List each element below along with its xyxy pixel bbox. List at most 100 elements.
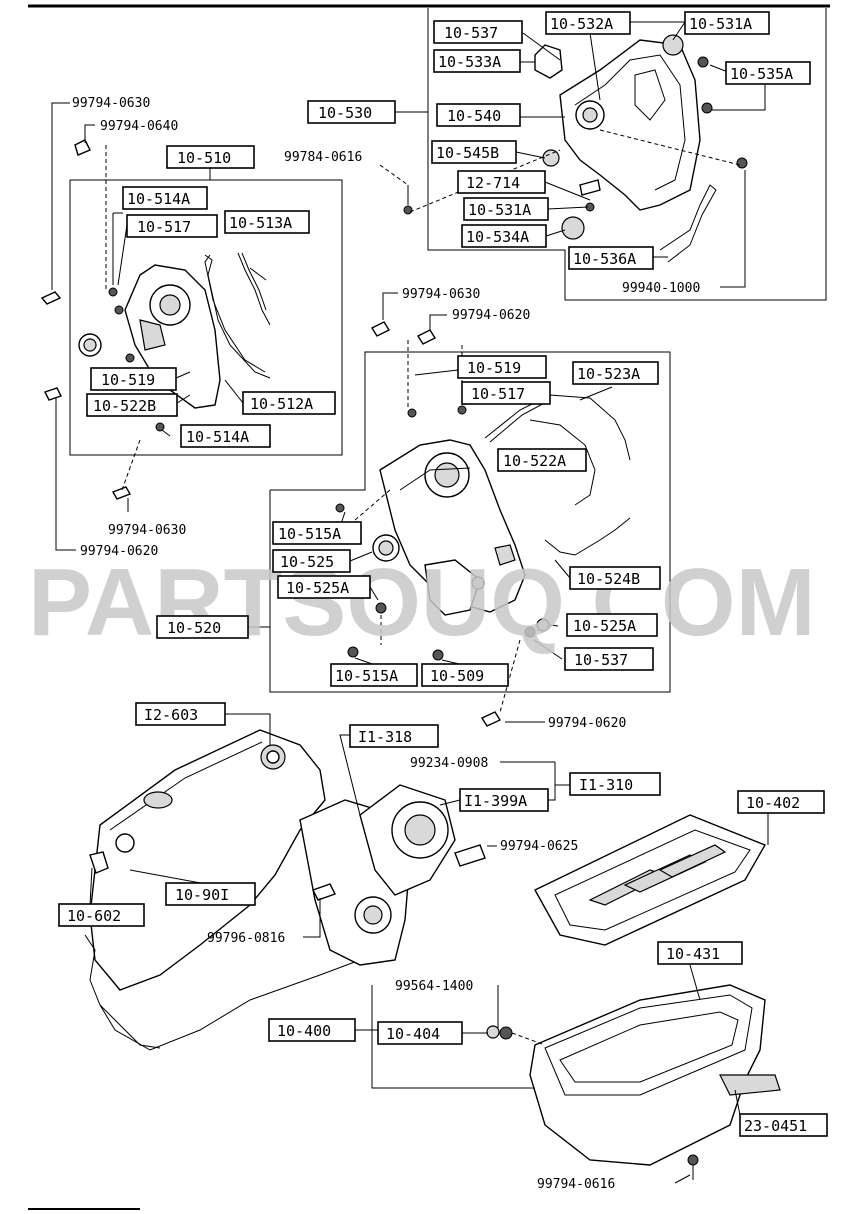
- label-10-514A-bot: 10-514A: [180, 424, 271, 448]
- label-23-0451: 23-0451: [739, 1113, 828, 1137]
- label-99794-0630-c: 99794-0630: [108, 523, 186, 538]
- label-10-512A: 10-512A: [242, 391, 336, 415]
- label-10-522B: 10-522B: [86, 393, 178, 417]
- svg-text:10-545B: 10-545B: [436, 144, 499, 162]
- svg-text:10-400: 10-400: [277, 1022, 331, 1040]
- svg-text:10-517: 10-517: [471, 385, 525, 403]
- label-10-602: 10-602: [58, 903, 145, 927]
- svg-text:10-90I: 10-90I: [175, 886, 229, 904]
- label-10-90I: 10-90I: [165, 882, 256, 906]
- label-10-540: 10-540: [436, 103, 521, 127]
- svg-text:10-534A: 10-534A: [466, 228, 529, 246]
- svg-text:10-525A: 10-525A: [286, 579, 349, 597]
- svg-text:I1-310: I1-310: [579, 776, 633, 794]
- label-10-510: 10-510: [166, 145, 255, 169]
- label-99564-1400: 99564-1400: [395, 979, 473, 994]
- label-10-515A-top: 10-515A: [272, 521, 362, 545]
- svg-text:10-530: 10-530: [318, 104, 372, 122]
- left-cover-assembly: [40, 102, 343, 551]
- svg-text:10-602: 10-602: [67, 907, 121, 925]
- label-10-525A-right: 10-525A: [566, 613, 658, 637]
- label-12-714: 12-714: [457, 170, 546, 194]
- engine-block-assembly: [84, 713, 570, 1051]
- svg-text:10-540: 10-540: [447, 107, 501, 125]
- svg-text:10-519: 10-519: [101, 371, 155, 389]
- label-99794-0620-c: 99794-0620: [548, 716, 626, 731]
- svg-text:I2-603: I2-603: [144, 706, 198, 724]
- label-99794-0625: 99794-0625: [500, 839, 578, 854]
- oil-pan-assembly: [355, 803, 781, 1184]
- label-10-525A-left: 10-525A: [277, 575, 371, 599]
- label-10-520: 10-520: [156, 615, 249, 639]
- svg-text:10-537: 10-537: [444, 24, 498, 42]
- svg-text:12-714: 12-714: [466, 174, 520, 192]
- svg-text:10-509: 10-509: [430, 667, 484, 685]
- label-99794-0620-a: 99794-0620: [452, 308, 530, 323]
- label-10-404: 10-404: [377, 1021, 463, 1045]
- label-99794-0640: 99794-0640: [100, 119, 178, 134]
- plain-labels: 99794-0630 99794-0640 99784-0616 99940-1…: [72, 96, 700, 1192]
- label-10-537-bot: 10-537: [564, 647, 654, 671]
- svg-text:10-512A: 10-512A: [250, 395, 313, 413]
- label-10-522A: 10-522A: [497, 448, 587, 472]
- label-10-525: 10-525: [272, 549, 351, 573]
- label-10-536A: 10-536A: [568, 246, 654, 270]
- label-10-431: 10-431: [657, 941, 743, 965]
- svg-text:10-531A: 10-531A: [689, 15, 752, 33]
- svg-text:10-523A: 10-523A: [577, 365, 640, 383]
- upper-cover-assembly: [379, 8, 827, 301]
- svg-text:10-532A: 10-532A: [550, 15, 613, 33]
- svg-text:10-514A: 10-514A: [127, 190, 190, 208]
- label-I1-318: I1-318: [349, 724, 439, 748]
- label-10-533A: 10-533A: [433, 49, 521, 73]
- svg-text:I1-399A: I1-399A: [464, 792, 527, 810]
- label-10-524B: 10-524B: [569, 566, 661, 590]
- svg-text:10-402: 10-402: [746, 794, 800, 812]
- svg-text:10-510: 10-510: [177, 149, 231, 167]
- label-99794-0630-a: 99794-0630: [72, 96, 150, 111]
- svg-text:10-537: 10-537: [574, 651, 628, 669]
- svg-text:10-517: 10-517: [137, 218, 191, 236]
- svg-text:10-522A: 10-522A: [503, 452, 566, 470]
- label-10-531A-mid: 10-531A: [463, 197, 549, 221]
- boxed-labels: 10-537 10-532A 10-531A 10-533A 10-535A 1…: [58, 11, 828, 1137]
- label-10-517-left: 10-517: [126, 214, 218, 238]
- label-10-535A: 10-535A: [725, 61, 811, 85]
- label-10-514A-top: 10-514A: [122, 186, 208, 210]
- label-I1-399A: I1-399A: [459, 788, 549, 812]
- label-99234-0908: 99234-0908: [410, 756, 488, 771]
- svg-text:10-536A: 10-536A: [573, 250, 636, 268]
- watermark: PARTSOUQ.COM: [28, 549, 816, 656]
- label-99794-0620-b: 99794-0620: [80, 544, 158, 559]
- label-10-400: 10-400: [268, 1018, 356, 1042]
- svg-text:10-520: 10-520: [167, 619, 221, 637]
- svg-text:10-525: 10-525: [280, 553, 334, 571]
- label-10-515A-bot: 10-515A: [330, 663, 418, 687]
- label-10-519-mid: 10-519: [457, 355, 547, 379]
- lower-cover-assembly: [248, 292, 671, 727]
- label-10-537-top: 10-537: [433, 20, 523, 44]
- label-I2-603: I2-603: [135, 702, 226, 726]
- label-99796-0816: 99796-0816: [207, 931, 285, 946]
- label-10-523A: 10-523A: [572, 361, 659, 385]
- svg-text:10-522B: 10-522B: [93, 397, 156, 415]
- label-99784-0616: 99784-0616: [284, 150, 362, 165]
- label-10-513A: 10-513A: [224, 210, 310, 234]
- label-10-531A-top: 10-531A: [684, 11, 770, 35]
- svg-text:10-533A: 10-533A: [438, 53, 501, 71]
- label-10-519-left: 10-519: [90, 367, 177, 391]
- svg-text:10-524B: 10-524B: [577, 570, 640, 588]
- label-10-532A: 10-532A: [545, 11, 631, 35]
- label-99940-1000: 99940-1000: [622, 281, 700, 296]
- svg-text:10-515A: 10-515A: [335, 667, 398, 685]
- label-10-517-mid: 10-517: [461, 381, 551, 405]
- label-10-545B: 10-545B: [431, 140, 517, 164]
- svg-text:10-535A: 10-535A: [730, 65, 793, 83]
- svg-text:10-513A: 10-513A: [229, 214, 292, 232]
- svg-text:10-525A: 10-525A: [573, 617, 636, 635]
- svg-text:I1-318: I1-318: [358, 728, 412, 746]
- label-10-509: 10-509: [421, 663, 509, 687]
- svg-text:10-519: 10-519: [467, 359, 521, 377]
- label-10-530: 10-530: [307, 100, 396, 124]
